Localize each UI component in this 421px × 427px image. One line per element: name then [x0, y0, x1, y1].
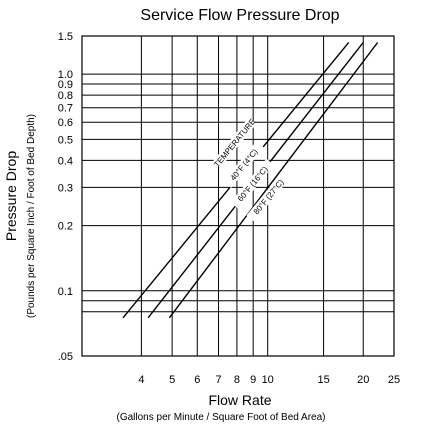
- x-axis-title: Flow Rate: [208, 392, 271, 408]
- y-tick-label-11: .05: [58, 351, 73, 363]
- y-tick-label-3: 0.8: [58, 90, 73, 102]
- y-tick-label-4: 0.7: [58, 103, 73, 115]
- grid: [82, 36, 394, 356]
- series-header-label-knockout: [212, 117, 257, 168]
- x-tick-label-6: 10: [262, 374, 274, 386]
- y-tick-label-8: 0.3: [58, 182, 73, 194]
- y-tick-label-6: 0.5: [58, 134, 73, 146]
- chart-title: Service Flow Pressure Drop: [140, 7, 339, 24]
- x-tick-label-2: 6: [194, 374, 200, 386]
- series-label-60f-knockout: [230, 158, 275, 209]
- y-tick-label-5: 0.6: [58, 117, 73, 129]
- y-axis-subtitle: (Pounds per Square Inch / Foot of Bed De…: [26, 114, 37, 318]
- y-tick-labels: 1.5 1.00.90.80.7 0.6 0.5 0.4 0.3 0.2 0.1 .05: [58, 31, 73, 363]
- series-label-80f-knockout: [246, 171, 291, 222]
- plot-frame: [81, 35, 395, 357]
- x-tick-label-4: 8: [234, 374, 240, 386]
- x-axis-subtitle: (Gallons per Minute / Square Foot of Bed…: [117, 412, 326, 423]
- y-tick-label-1: 1.0: [58, 69, 73, 81]
- y-axis-title: Pressure Drop: [3, 151, 19, 241]
- series-label-40f-knockout: [223, 141, 265, 188]
- y-tick-label-2: 0.9: [58, 79, 73, 91]
- x-tick-label-1: 5: [169, 374, 175, 386]
- y-tick-label-7: 0.4: [58, 155, 73, 167]
- x-tick-label-0: 4: [138, 374, 144, 386]
- x-tick-label-5: 9: [250, 374, 256, 386]
- x-tick-label-3: 7: [215, 374, 221, 386]
- series-line-2: [168, 42, 379, 319]
- y-tick-label-9: 0.2: [58, 221, 73, 233]
- y-tick-label-10: 0.1: [58, 286, 73, 298]
- x-tick-label-9: 25: [388, 374, 400, 386]
- y-tick-label-0: 1.5: [58, 31, 73, 43]
- x-tick-label-7: 15: [317, 374, 329, 386]
- x-tick-label-8: 20: [357, 374, 369, 386]
